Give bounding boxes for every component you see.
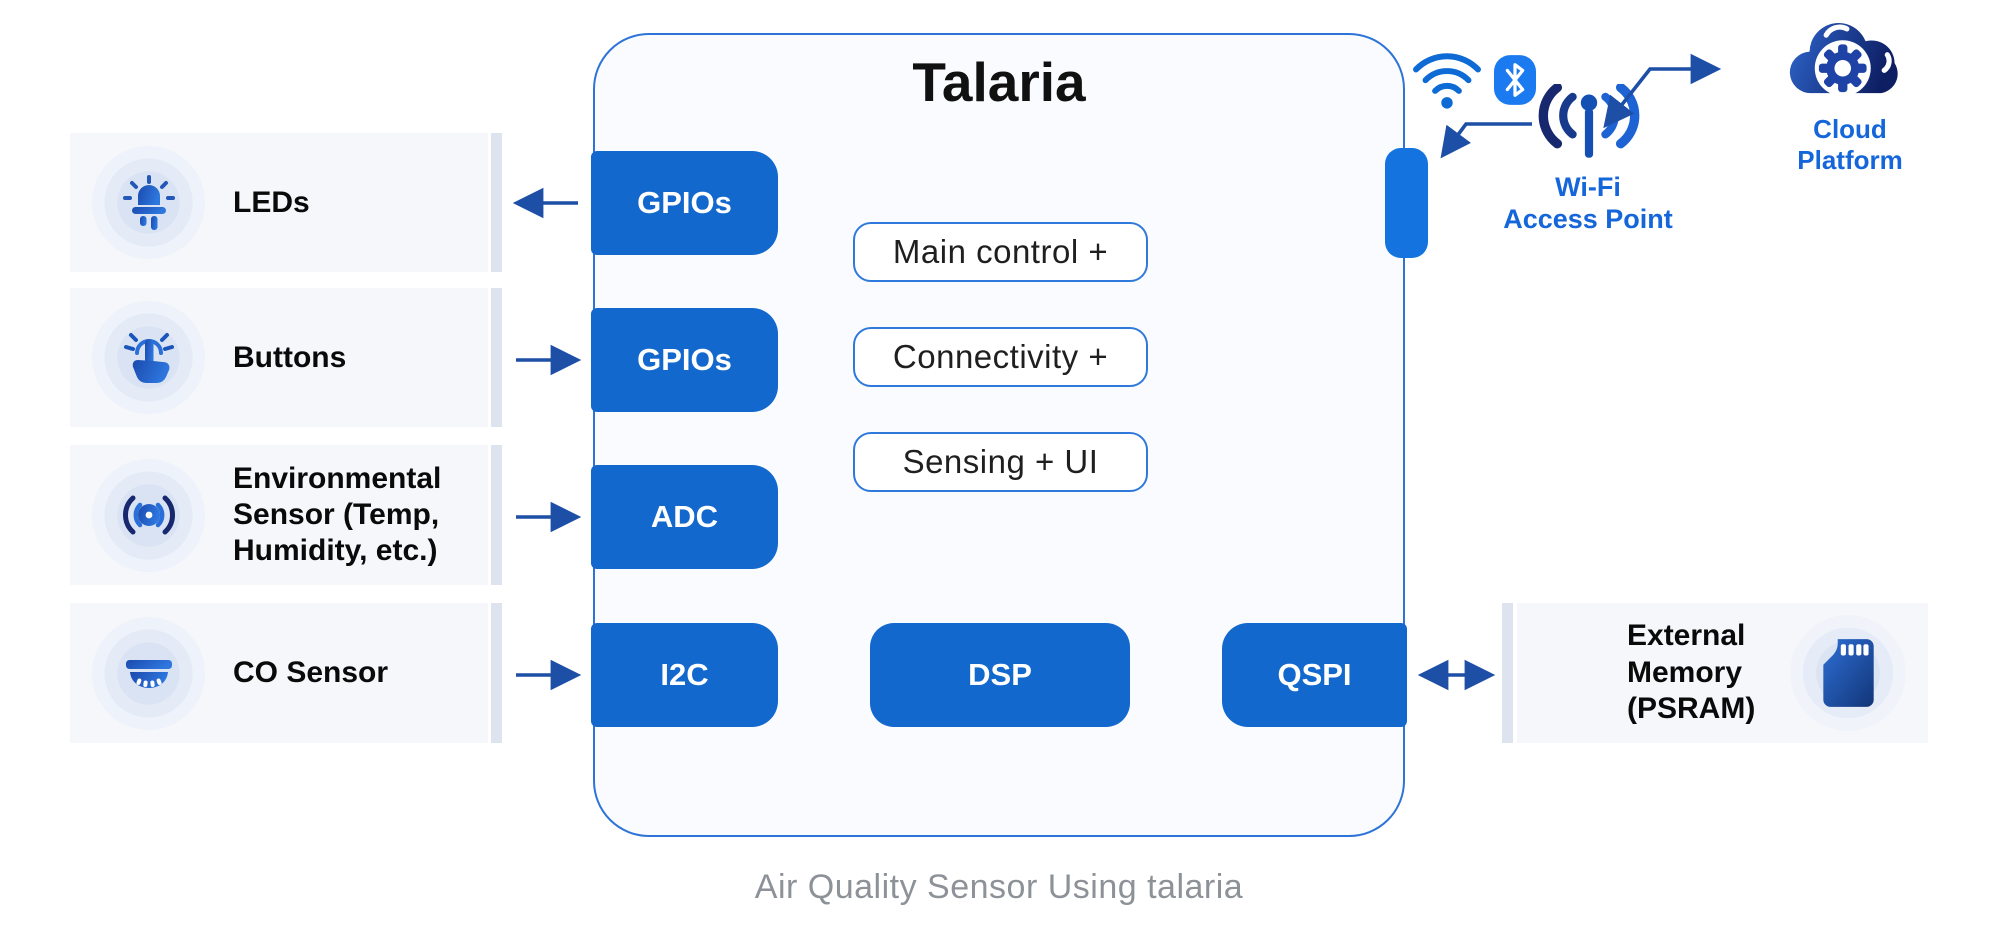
- bluetooth-icon: [1494, 55, 1536, 105]
- port-i2c: I2C: [591, 623, 778, 727]
- peripheral-panel-environmental-sensor: Environmental Sensor (Temp, Humidity, et…: [70, 445, 488, 585]
- icon-badge: [92, 458, 205, 572]
- chip-title: Talaria: [912, 51, 1086, 113]
- icon-badge: [1790, 615, 1906, 731]
- panel-edge-bar: [491, 603, 502, 743]
- peripheral-panel-co-sensor: CO Sensor: [70, 603, 488, 743]
- port-gpios-2: GPIOs: [591, 308, 778, 412]
- block-qspi: QSPI: [1222, 623, 1407, 727]
- wifi-access-point-label: Wi-Fi Access Point: [1503, 172, 1673, 234]
- function-box-main-control: Main control +: [853, 222, 1148, 282]
- smoke-detector-icon: [125, 660, 172, 688]
- cloud-gear-icon: [1789, 23, 1898, 97]
- peripheral-panel-leds: LEDs: [70, 133, 488, 272]
- peripheral-label: Environmental Sensor (Temp, Humidity, et…: [233, 462, 442, 567]
- icon-badge: [92, 301, 205, 414]
- peripheral-label: LEDs: [233, 185, 310, 219]
- panel-edge-bar: [491, 288, 502, 427]
- diagram-caption: Air Quality Sensor Using talaria: [754, 868, 1244, 906]
- port-gpios-1: GPIOs: [591, 151, 778, 255]
- sd-card-icon: [1823, 639, 1874, 707]
- port-adc: ADC: [591, 465, 778, 569]
- external-memory-panel: External Memory (PSRAM): [1517, 603, 1928, 743]
- panel-edge-bar: [491, 445, 502, 585]
- radio-port-pill: [1385, 148, 1428, 258]
- panel-edge-bar: [491, 133, 502, 272]
- cloud-platform-label: Cloud Platform: [1797, 114, 1903, 176]
- touch-press-icon: [123, 332, 174, 383]
- function-box-sensing-ui: Sensing + UI: [853, 432, 1148, 492]
- peripheral-label: CO Sensor: [233, 656, 389, 689]
- memory-label: External Memory (PSRAM): [1627, 619, 1756, 726]
- icon-badge: [92, 616, 205, 730]
- panel-edge-bar: [1502, 603, 1513, 743]
- function-box-connectivity: Connectivity +: [853, 327, 1148, 387]
- led-icon: [122, 174, 175, 230]
- peripheral-panel-buttons: Buttons: [70, 288, 488, 427]
- block-dsp: DSP: [870, 623, 1130, 727]
- sensor-signal-icon: [122, 495, 175, 535]
- antenna-icon: [1538, 84, 1640, 158]
- wifi-icon: [1413, 53, 1481, 109]
- peripheral-label: Buttons: [233, 340, 347, 374]
- arrow-access-point-to-chip: [1440, 122, 1532, 159]
- icon-badge: [92, 146, 205, 259]
